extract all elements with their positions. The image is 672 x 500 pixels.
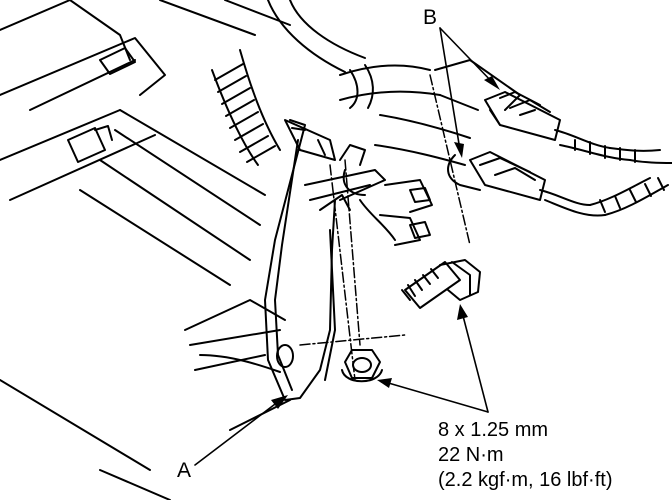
wire-harness-left [211, 0, 366, 166]
terminal-connectors [339, 144, 433, 246]
reference-guide-lines [299, 74, 471, 381]
connector-b-upper [484, 91, 672, 164]
flange-bolt [401, 259, 481, 309]
connector-b-lower [447, 151, 669, 217]
callout-label-b: B [423, 6, 438, 29]
body-panel [0, 0, 291, 500]
arrowheads [271, 76, 500, 409]
leader-lines [194, 27, 496, 466]
fastener-size: 8 x 1.25 mm [438, 419, 549, 441]
wire-harness-upper [339, 59, 521, 166]
torque-value: 22 N·m [438, 444, 504, 466]
flange-nut [341, 349, 383, 383]
bracket-a [264, 119, 386, 401]
torque-spec: 8 x 1.25 mm 22 N·m (2.2 kgf·m, 16 lbf·ft… [438, 418, 613, 493]
torque-alt-units: (2.2 kgf·m, 16 lbf·ft) [438, 469, 613, 491]
callout-label-a: A [177, 459, 192, 482]
